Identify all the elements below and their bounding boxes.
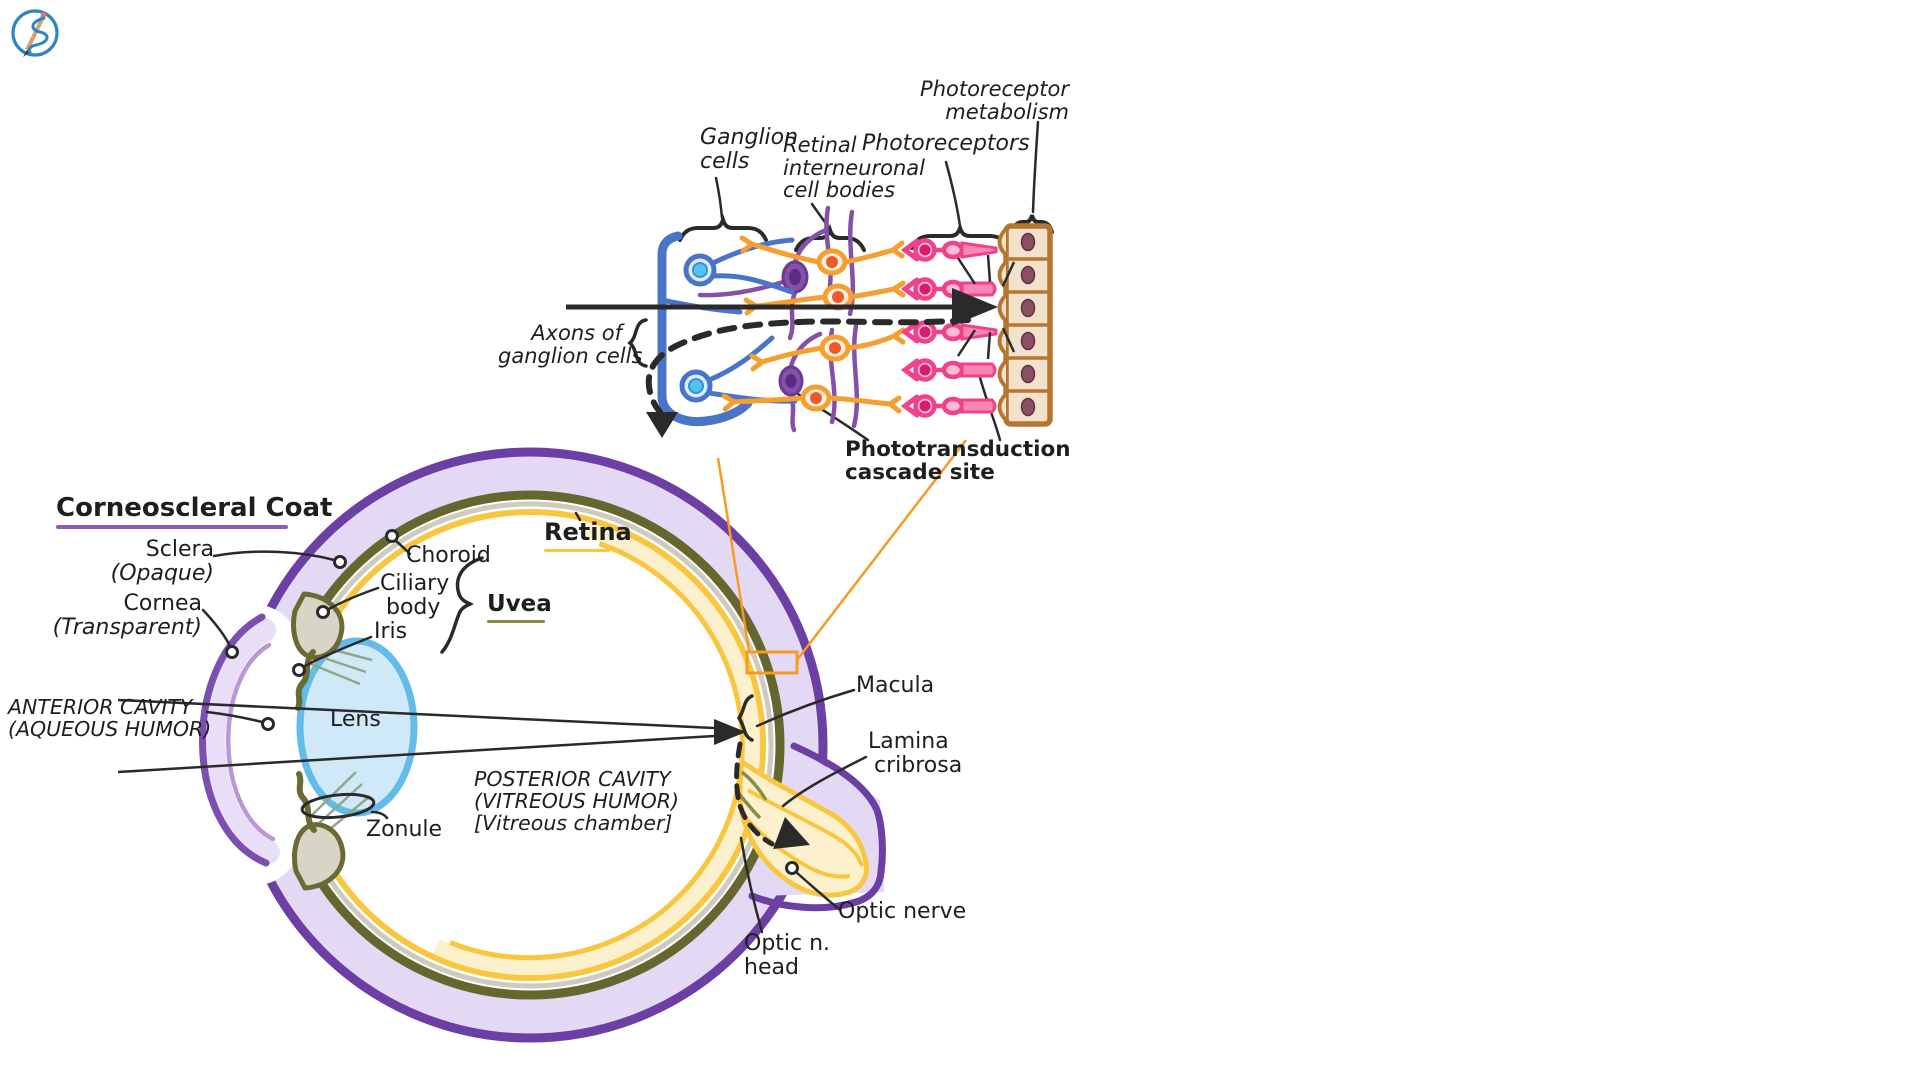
cornea: [199, 613, 280, 867]
label-photoreceptors: Photoreceptors: [862, 131, 1030, 156]
label-corneoscleral-coat: Corneoscleral Coat: [56, 494, 332, 529]
cornea-marker: [225, 645, 239, 659]
iris-marker: [292, 663, 306, 677]
rpe-cells: [997, 223, 1053, 427]
ciliary-marker: [316, 605, 330, 619]
corneoscleral-underline: [56, 525, 288, 529]
label-sclera: Sclera (Opaque): [110, 537, 214, 586]
light-ray-arrow: [566, 254, 1016, 360]
optic-nerve-marker: [785, 861, 799, 875]
photoreceptor-row: [900, 238, 998, 262]
uvea-brace: [440, 556, 484, 654]
neural-signal-dashed-arrow: [645, 317, 971, 438]
photoreceptor-row: [900, 394, 997, 418]
label-macula: Macula: [856, 673, 935, 698]
label-retinal-interneuronal: Retinal interneuronal cell bodies: [783, 133, 925, 203]
brace-ganglion-cells: [678, 213, 768, 242]
zoom-region-indicator: [716, 439, 967, 675]
label-zonule: Zonule: [366, 817, 443, 842]
iris: [295, 649, 317, 833]
label-iris: Iris: [374, 619, 408, 644]
label-optic-nerve-head: Optic n. head: [744, 931, 831, 980]
retina-cream-band: [432, 522, 761, 976]
label-ciliary-body: Ciliary body: [380, 571, 450, 620]
zonule-loop: [300, 792, 376, 820]
label-lens: Lens: [330, 707, 381, 732]
retina-underline: [544, 548, 610, 553]
focus-arrowhead: [714, 719, 746, 745]
bipolar-cells: [721, 235, 906, 414]
retina-inner-line: [449, 541, 745, 961]
label-axons-of-ganglion-cells: Axons of ganglion cells: [498, 321, 643, 368]
phototransduction-burst-lines: [956, 254, 1016, 360]
lollipop-markers: [225, 529, 799, 875]
label-choroid: Choroid: [406, 543, 491, 568]
label-uvea: Uvea: [487, 592, 552, 624]
label-phototransduction: Phototransduction cascade site: [845, 437, 1071, 486]
label-ganglion-cells: Ganglion cells: [700, 125, 799, 174]
brace-photoreceptors: [910, 221, 1010, 250]
label-cornea: Cornea (Transparent): [52, 591, 202, 640]
label-retina: Retina: [544, 519, 632, 553]
label-optic-nerve: Optic nerve: [838, 899, 967, 924]
uvea-underline: [487, 619, 545, 624]
macula-brace: [736, 694, 754, 742]
photoreceptor-row: [900, 358, 997, 382]
eye-diagram: [117, 439, 967, 1043]
photoreceptor-cells: [900, 238, 998, 418]
light-rays: [117, 698, 746, 774]
photoreceptor-row: [900, 320, 998, 344]
eye-dashed-signal-arrow: [734, 741, 810, 849]
brace-axons: [627, 318, 648, 368]
sclera-marker: [333, 555, 347, 569]
label-anterior-cavity: ANTERIOR CAVITY (AQUEOUS HUMOR): [8, 695, 212, 742]
photoreceptor-row: [900, 277, 997, 301]
retinal-circuit-diagram: [566, 120, 1054, 442]
brace-rpe: [1010, 214, 1054, 234]
label-photoreceptor-metabolism: Photoreceptor metabolism: [920, 77, 1069, 124]
eye-globe-layers: [232, 447, 828, 1043]
anterior-cavity-marker: [261, 717, 275, 731]
rod-of-asclepius-pencil-logo: [11, 9, 59, 57]
choroid-marker: [385, 529, 399, 543]
label-lamina-cribrosa: Lamina cribrosa: [868, 729, 963, 778]
optic-nerve: [734, 742, 886, 912]
leader-lines: [201, 511, 868, 934]
label-posterior-cavity: POSTERIOR CAVITY (VITREOUS HUMOR) [Vitre…: [474, 767, 679, 836]
